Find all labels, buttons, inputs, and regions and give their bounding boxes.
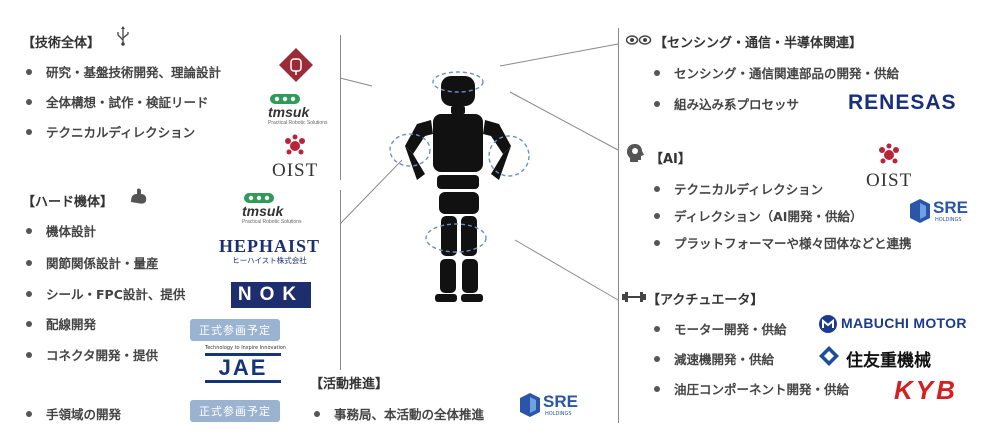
- connector-left-vertical-upper: [340, 35, 341, 180]
- list-item: テクニカルディレクション: [26, 122, 195, 141]
- list-item: 減速機開発・供給: [654, 349, 774, 368]
- bullet: [26, 98, 32, 105]
- list-item: モーター開発・供給: [654, 319, 787, 338]
- jae-logo-bar: [205, 380, 281, 383]
- tmsuk-logo-sub: Practical Robotic Solutions: [242, 219, 302, 225]
- tmsuk-mark-icon: [244, 193, 274, 203]
- jae-logo-text: JAE: [218, 355, 268, 380]
- humanoid-robot-figure: [389, 71, 530, 302]
- bullet: [654, 69, 660, 76]
- bullet: [654, 212, 660, 219]
- list-item: 組み込み系プロセッサ: [654, 94, 799, 113]
- usb-icon: [117, 26, 129, 46]
- brain-head-icon: [627, 144, 644, 162]
- list-item: センシング・通信関連部品の開発・供給: [654, 63, 899, 82]
- nok-logo: NOK: [231, 282, 311, 308]
- bullet: [26, 68, 32, 75]
- sumitomo-logo-text: 住友重機械: [846, 351, 931, 371]
- bullet: [654, 355, 660, 362]
- list-item: 機体設計: [26, 221, 96, 240]
- bullet: [26, 351, 32, 358]
- list-item: ディレクション（AI開発・供給）: [654, 206, 862, 225]
- jae-logo-bar: [205, 353, 281, 356]
- renesas-logo: RENESAS: [848, 91, 957, 114]
- list-item: プラットフォーマーや様々団体などと連携: [654, 233, 912, 252]
- list-item: コネクタ開発・提供: [26, 345, 158, 364]
- tmsuk-mark-icon: [270, 94, 300, 104]
- eyes-icon: [626, 35, 652, 45]
- kyb-logo: KYB: [894, 375, 958, 405]
- sre-logo-sub: HOLDINGS: [545, 411, 572, 417]
- bullet: [654, 239, 660, 246]
- tmsuk-logo-sub: Practical Robotic Solutions: [268, 120, 328, 126]
- connector-right-vertical: [618, 28, 619, 423]
- dumbbell-icon: [622, 292, 646, 302]
- oist-emblem-icon: [285, 134, 305, 155]
- list-item: 油圧コンポーネント開発・供給: [654, 379, 849, 398]
- bullet: [26, 259, 32, 266]
- list-item: 事務局、本活動の全体推進: [314, 404, 484, 423]
- list-item: 全体構想・試作・検証リード: [26, 92, 209, 111]
- sre-logo-text: SRE: [543, 392, 578, 411]
- sre-logo-sub: HOLDINGS: [935, 217, 962, 223]
- status-badge: 正式参画予定: [190, 400, 280, 422]
- arm-icon: [131, 188, 147, 204]
- tmsuk-logo: tmsuk Practical Robotic Solutions: [268, 94, 328, 126]
- sre-mark-icon: [520, 393, 540, 417]
- bullet: [26, 320, 32, 327]
- tmsuk-logo: tmsuk Practical Robotic Solutions: [242, 193, 302, 225]
- sre-logo-text: SRE: [933, 198, 968, 217]
- sre-mark-icon: [910, 199, 930, 223]
- oist-emblem-icon: [879, 143, 899, 164]
- list-item: 配線開発: [26, 314, 96, 333]
- tmsuk-logo-text: tmsuk: [242, 203, 284, 219]
- red-diamond-logo: [279, 48, 313, 82]
- bullet: [654, 185, 660, 192]
- hephaist-logo-text: HEPHAIST: [219, 236, 321, 256]
- tmsuk-logo-text: tmsuk: [268, 104, 310, 120]
- mabuchi-logo-text: MABUCHI MOTOR: [841, 315, 967, 331]
- list-item: 関節関係設計・量産: [26, 253, 159, 272]
- bullet: [26, 410, 32, 417]
- sensing-heading: 【センシング・通信・半導体関連】: [654, 36, 863, 51]
- bullet: [654, 385, 660, 392]
- bullet: [26, 290, 32, 297]
- list-item: 手領域の開発: [26, 404, 121, 423]
- sumitomo-mark-icon: [819, 346, 839, 366]
- list-item: テクニカルディレクション: [654, 179, 823, 198]
- bullet: [654, 100, 660, 107]
- jae-logo-tagline: Technology to Inspire Innovation: [205, 345, 287, 351]
- activity-heading: 【活動推進】: [310, 377, 389, 392]
- oist-logo-text: OIST: [272, 160, 319, 181]
- hard-heading: 【ハード機体】: [22, 195, 114, 210]
- mabuchi-mark-icon: [819, 315, 837, 333]
- bullet: [654, 325, 660, 332]
- bullet: [314, 410, 320, 417]
- bullet: [26, 227, 32, 234]
- status-badge: 正式参画予定: [190, 319, 280, 341]
- hephaist-logo-sub: ヒーハイスト株式会社: [232, 256, 307, 265]
- list-item: 研究・基盤技術開発、理論設計: [26, 62, 221, 81]
- hephaist-logo: HEPHAIST ヒーハイスト株式会社: [219, 237, 320, 266]
- ai-heading: 【AI】: [650, 152, 691, 167]
- oist-logo-text: OIST: [866, 170, 913, 191]
- jae-logo: Technology to Inspire Innovation JAE: [205, 345, 287, 383]
- bullet: [26, 128, 32, 135]
- list-item: シール・FPC設計、提供: [26, 284, 185, 303]
- connector-left-vertical-lower: [340, 190, 341, 370]
- actuator-heading: 【アクチュエータ】: [647, 293, 764, 308]
- tech-heading: 【技術全体】: [22, 36, 101, 51]
